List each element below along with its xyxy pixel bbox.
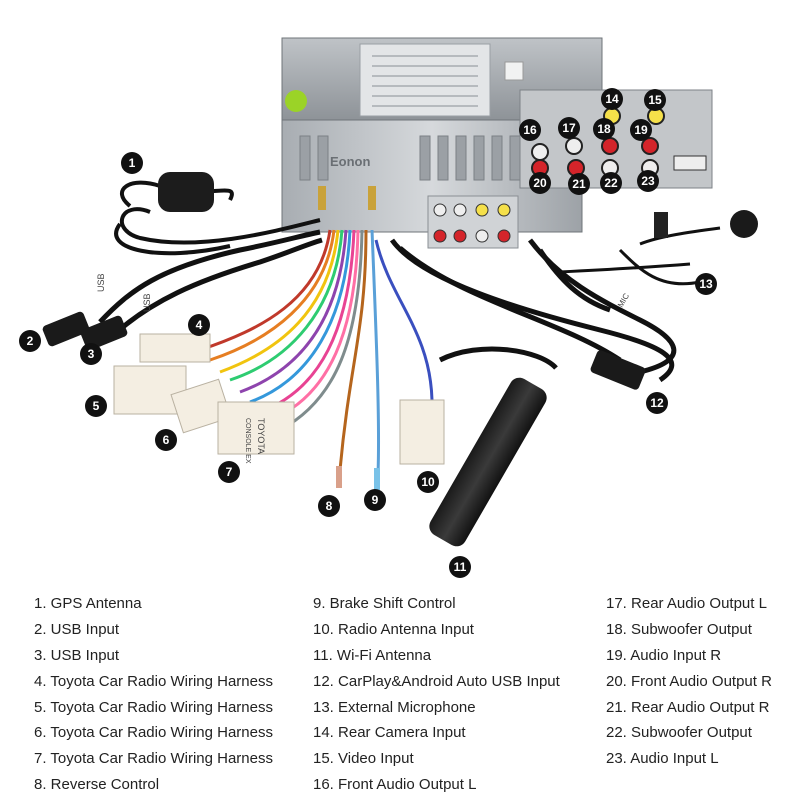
legend-item: 14. Rear Camera Input <box>313 724 466 742</box>
svg-text:5: 5 <box>93 399 100 413</box>
svg-text:2: 2 <box>27 334 34 348</box>
callout-12: 12 <box>646 392 668 414</box>
legend-item: 12. CarPlay&Android Auto USB Input <box>313 672 560 690</box>
legend-item: 16. Front Audio Output L <box>313 776 477 794</box>
legend-item: 6. Toyota Car Radio Wiring Harness <box>34 724 273 742</box>
harness-label-line1: TOYOTA <box>256 418 266 454</box>
wifi-antenna-stick <box>429 377 547 547</box>
callout-7: 7 <box>218 461 240 483</box>
legend-item: 3. USB Input <box>34 646 120 664</box>
legend-item: 22. Subwoofer Output <box>606 724 752 742</box>
svg-text:17: 17 <box>562 121 576 135</box>
callout-23: 23 <box>637 170 659 192</box>
mic-tag: MIC <box>616 292 631 309</box>
usb-port-icon <box>673 155 707 171</box>
callout-15: 15 <box>644 89 666 111</box>
svg-text:12: 12 <box>650 396 664 410</box>
harness-label-line2: CONSOLE EX <box>244 418 251 464</box>
legend-item: 15. Video Input <box>313 750 414 768</box>
svg-text:21: 21 <box>572 177 586 191</box>
callout-14: 14 <box>601 88 623 110</box>
svg-text:18: 18 <box>597 122 611 136</box>
usb-tag-1: USB <box>96 273 106 292</box>
callout-4: 4 <box>188 314 210 336</box>
callout-2: 2 <box>19 330 41 352</box>
callout-17: 17 <box>558 117 580 139</box>
carplay-usb-plug <box>590 350 646 390</box>
callout-22: 22 <box>600 172 622 194</box>
sticker-icon <box>285 90 307 112</box>
legend-item: 23. Audio Input L <box>606 750 719 768</box>
legend-item: 10. Radio Antenna Input <box>313 620 474 638</box>
svg-text:10: 10 <box>421 475 435 489</box>
svg-text:16: 16 <box>523 123 537 137</box>
callout-20: 20 <box>529 172 551 194</box>
legend-column-1: 1. GPS Antenna 2. USB Input 3. USB Input… <box>34 591 273 798</box>
svg-text:3: 3 <box>88 347 95 361</box>
legend-item: 17. Rear Audio Output L <box>606 595 767 612</box>
svg-text:1: 1 <box>129 156 136 170</box>
legend-column-2: 9. Brake Shift Control 10. Radio Antenna… <box>313 591 560 798</box>
svg-text:4: 4 <box>196 318 203 332</box>
callout-9: 9 <box>364 489 386 511</box>
gps-antenna <box>114 172 321 256</box>
callout-19: 19 <box>630 119 652 141</box>
microphone: MIC <box>559 210 758 309</box>
callout-16: 16 <box>519 119 541 141</box>
brake-wire-tip <box>374 468 380 490</box>
svg-text:13: 13 <box>699 277 713 291</box>
svg-text:14: 14 <box>605 92 619 106</box>
svg-text:20: 20 <box>533 176 547 190</box>
legend-item: 8. Reverse Control <box>34 776 160 794</box>
legend-item: 19. Audio Input R <box>606 646 722 664</box>
legend-item: 2. USB Input <box>34 620 120 638</box>
black-cables-right <box>389 238 677 383</box>
svg-text:22: 22 <box>604 176 618 190</box>
callout-5: 5 <box>85 395 107 417</box>
svg-text:15: 15 <box>648 93 662 107</box>
legend-item: 20. Front Audio Output R <box>606 672 772 690</box>
wiring-diagram: Eonon <box>19 37 758 578</box>
usb-tag-2: USB <box>142 293 152 312</box>
svg-text:8: 8 <box>326 499 333 513</box>
callout-6: 6 <box>155 429 177 451</box>
svg-text:11: 11 <box>454 560 467 574</box>
callout-3: 3 <box>80 343 102 365</box>
legend-item: 1. GPS Antenna <box>34 595 142 612</box>
legend-item: 21. Rear Audio Output R <box>606 698 770 716</box>
reverse-wire-tip <box>336 466 342 488</box>
legend-item: 11. Wi-Fi Antenna <box>313 646 432 664</box>
callout-11: 11 <box>449 556 471 578</box>
callout-10: 10 <box>417 471 439 493</box>
legend-item: 13. External Microphone <box>313 698 476 716</box>
legend-item: 4. Toyota Car Radio Wiring Harness <box>34 672 273 690</box>
legend-item: 7. Toyota Car Radio Wiring Harness <box>34 750 273 768</box>
svg-text:9: 9 <box>372 493 379 507</box>
callout-21: 21 <box>568 173 590 195</box>
brand-logo: Eonon <box>330 154 370 169</box>
svg-text:7: 7 <box>226 465 233 479</box>
legend-item: 9. Brake Shift Control <box>313 595 456 612</box>
legend-item: 18. Subwoofer Output <box>606 620 752 638</box>
legend-column-3: 17. Rear Audio Output L 18. Subwoofer Ou… <box>606 591 772 772</box>
callout-8: 8 <box>318 495 340 517</box>
radio-antenna-connector <box>399 399 445 465</box>
rca-ports-unit <box>433 203 511 243</box>
svg-text:23: 23 <box>641 174 655 188</box>
callout-18: 18 <box>593 118 615 140</box>
svg-text:19: 19 <box>634 123 648 137</box>
callout-1: 1 <box>121 152 143 174</box>
usb-cables: USB USB <box>42 229 323 351</box>
svg-text:6: 6 <box>163 433 170 447</box>
callout-13: 13 <box>695 273 717 295</box>
harness-connectors <box>113 333 295 455</box>
legend: 1. GPS Antenna 2. USB Input 3. USB Input… <box>0 585 800 800</box>
legend-item: 5. Toyota Car Radio Wiring Harness <box>34 698 273 716</box>
